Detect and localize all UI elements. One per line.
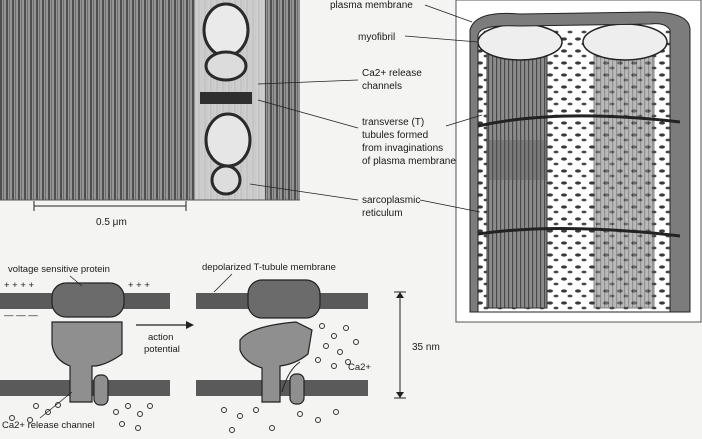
scale-bar (33, 201, 187, 211)
label-plus-left: + + + + (4, 280, 35, 291)
label-ca-release-channels-1: Ca2+ release (362, 68, 422, 79)
label-sarcoplasmic-reticulum-2: reticulum (362, 208, 403, 219)
label-ca-release-channel: Ca2+ release channel (2, 420, 95, 431)
label-myofibril: myofibril (358, 32, 395, 43)
label-ca-release-channels-2: channels (362, 81, 402, 92)
label-t-tubules-3: from invaginations (362, 143, 443, 154)
ca-channel-right-open (239, 321, 313, 403)
label-distance: 35 nm (412, 342, 440, 353)
label-depolarized-membrane: depolarized T-tubule membrane (202, 262, 336, 273)
label-minus-left: — — — (4, 310, 38, 321)
label-action-potential-1: action (148, 332, 173, 343)
voltage-sensor-left (51, 282, 125, 318)
activated-state-panel (196, 279, 368, 433)
label-action-potential-2: potential (144, 344, 180, 355)
electron-micrograph (0, 0, 300, 201)
label-ca-ion: Ca2+ (348, 362, 371, 373)
ca-channel-left (51, 321, 123, 403)
scale-bar-label: 0.5 μm (96, 217, 127, 228)
resting-state-panel (0, 282, 170, 431)
label-plasma-membrane: plasma membrane (330, 0, 413, 11)
distance-marker (394, 291, 406, 399)
voltage-sensor-right (247, 279, 321, 319)
label-sarcoplasmic-reticulum-1: sarcoplasmic (362, 195, 420, 206)
label-t-tubules-2: tubules formed (362, 130, 428, 141)
sr-membrane-right (196, 380, 368, 396)
label-t-tubules-1: transverse (T) (362, 117, 424, 128)
label-voltage-sensitive-protein: voltage sensitive protein (8, 264, 110, 275)
label-t-tubules-4: of plasma membrane (362, 156, 456, 167)
muscle-fiber-illustration (469, 11, 691, 313)
label-plus-right: + + + (128, 280, 150, 291)
